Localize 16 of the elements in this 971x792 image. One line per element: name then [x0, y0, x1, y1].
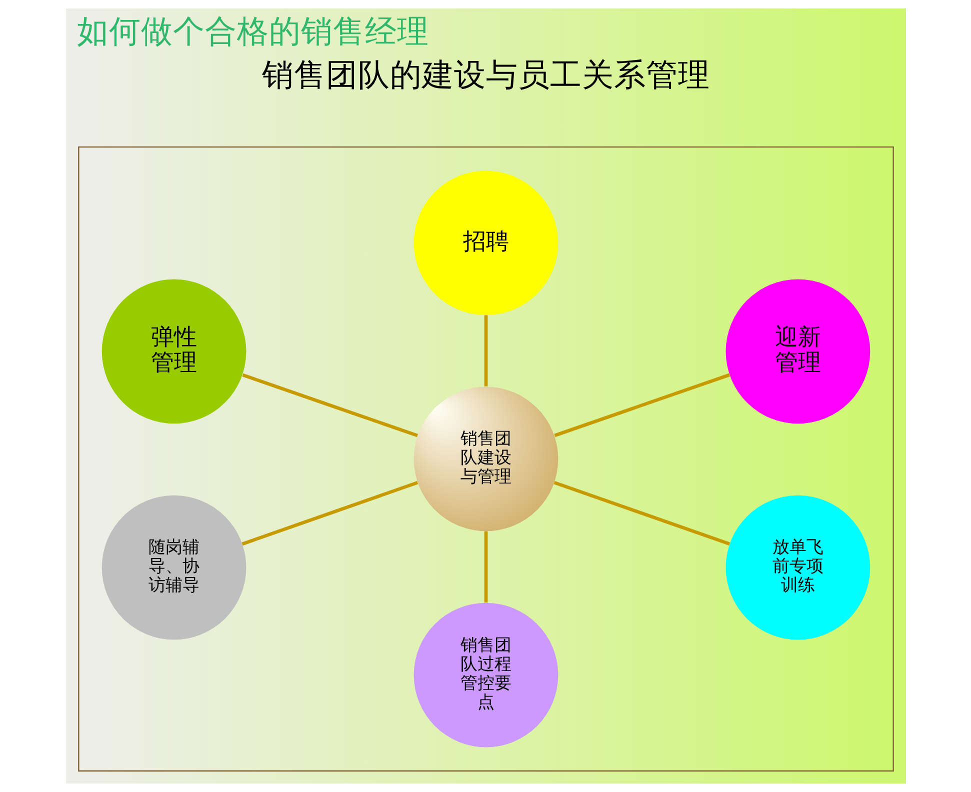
node-circle: 迎新管理 — [725, 279, 870, 424]
node-circle: 销售团队建设与管理 — [413, 386, 558, 532]
connector — [484, 531, 488, 602]
connector — [242, 373, 418, 438]
node-circle: 销售团队过程管控要点 — [413, 602, 558, 748]
diagram-title: 如何做个合格的销售经理 — [76, 14, 429, 50]
node-circle: 随岗辅导、协访辅导 — [101, 495, 246, 640]
connector — [241, 480, 418, 546]
cluster — [78, 146, 894, 772]
connector — [553, 480, 730, 546]
node-circle: 弹性管理 — [101, 279, 246, 424]
node-circle: 招聘 — [413, 170, 558, 316]
label: 销售团队的建设与员工关系管理 — [262, 57, 710, 94]
connector — [484, 315, 488, 386]
connector — [554, 373, 730, 438]
node-circle: 放单飞前专项训练 — [725, 495, 870, 640]
